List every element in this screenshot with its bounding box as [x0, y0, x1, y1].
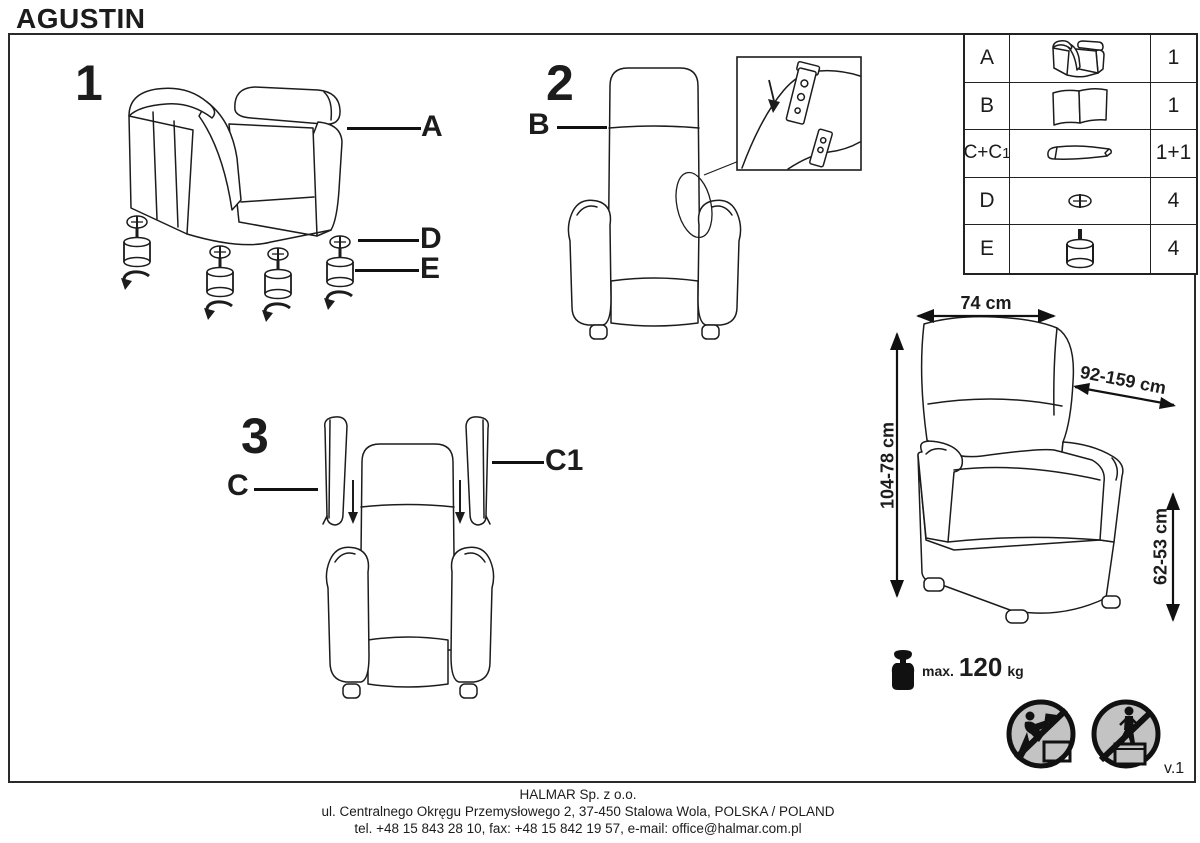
- leader-line-e: [355, 269, 419, 272]
- footer-address: ul. Centralnego Okręgu Przemysłowego 2, …: [321, 804, 835, 819]
- part-letter: B: [965, 82, 1010, 130]
- weight-limit: max. 120 kg: [922, 652, 1024, 683]
- callout-connector-line: [703, 160, 740, 176]
- leader-line-a: [347, 127, 421, 130]
- dimension-width-label: 74 cm: [960, 293, 1012, 313]
- figure2-number: 2: [546, 55, 574, 111]
- leg-icon: [1010, 225, 1151, 273]
- dimension-arrows: [890, 309, 1180, 622]
- dimension-back-height-label: 62-53 cm: [1150, 507, 1171, 586]
- leader-line-c1: [492, 461, 544, 464]
- armchair-body: [128, 86, 343, 246]
- weight-limit-prefix: max.: [922, 663, 954, 679]
- figure1-label-d: D: [420, 222, 442, 255]
- backrest-icon: [1010, 82, 1151, 130]
- no-standing-icon: [1091, 699, 1161, 769]
- upper-bracket: [785, 61, 821, 125]
- figure2-recliner-front-drawing: [567, 56, 862, 340]
- part-letter: A: [965, 35, 1010, 83]
- armrest-pad-icon: [1010, 130, 1151, 178]
- lower-bracket: [809, 128, 833, 168]
- leader-line-d: [358, 239, 419, 242]
- dimension-recliner-drawing: [890, 309, 1180, 624]
- recliner-front: [567, 67, 742, 340]
- footer-company: HALMAR Sp. z o.o.: [519, 787, 637, 802]
- figure3-label-c1: C1: [545, 444, 584, 477]
- armrest-pad-left: [322, 416, 348, 526]
- footer: HALMAR Sp. z o.o. ul. Centralnego Okręgu…: [0, 786, 1156, 837]
- figure1-armchair-isometric-drawing: [119, 86, 355, 324]
- figure1-number: 1: [75, 55, 103, 111]
- no-climbing-icon: [1006, 699, 1076, 769]
- part-qty: 1: [1151, 83, 1196, 130]
- callout-ellipse: [675, 171, 713, 239]
- part-letter: D: [965, 177, 1010, 225]
- weight-limit-unit: kg: [1007, 663, 1024, 679]
- weight-limit-value: 120: [958, 652, 1003, 682]
- part-qty: 4: [1167, 236, 1180, 260]
- figure1-label-a: A: [421, 110, 443, 143]
- dimension-height-label: 104-78 cm: [877, 421, 898, 510]
- footer-contact: tel. +48 15 843 28 10, fax: +48 15 842 1…: [354, 821, 802, 836]
- part-qty: 1+1: [1151, 130, 1196, 178]
- figure3-label-c: C: [227, 469, 249, 502]
- bracket-detail-inset: [736, 56, 862, 171]
- insert-arrow-icons: [348, 480, 465, 524]
- armchair-icon: [1010, 35, 1151, 83]
- screw-icon: [1010, 177, 1151, 225]
- part-qty: 4: [1151, 178, 1196, 225]
- figure3-recliner-pads-drawing: [322, 416, 495, 699]
- armrest-pad-right: [465, 416, 491, 526]
- part-letter: E: [965, 225, 1010, 273]
- leader-line-c: [254, 488, 318, 491]
- down-arrow-icon: [768, 79, 780, 113]
- recliner-perspective: [917, 315, 1124, 624]
- figure3-number: 3: [241, 408, 269, 464]
- page-title: AGUSTIN: [16, 3, 146, 34]
- recliner-front: [325, 443, 495, 699]
- leader-line-b: [557, 126, 607, 129]
- version-label: v.1: [1164, 760, 1185, 777]
- figure2-label-b: B: [528, 108, 550, 141]
- figure1-label-e: E: [420, 252, 441, 285]
- weight-icon: [891, 650, 915, 690]
- part-qty: 1: [1151, 35, 1196, 83]
